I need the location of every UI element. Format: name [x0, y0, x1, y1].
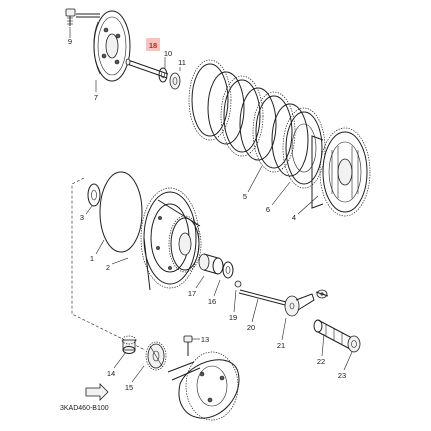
callout-7: 7 [94, 93, 98, 102]
gear-part-15 [145, 341, 167, 371]
leader-4 [297, 195, 319, 215]
callout-2: 2 [106, 263, 110, 272]
callout-11: 11 [178, 58, 186, 67]
callout-22: 22 [317, 357, 325, 366]
callout-23: 23 [338, 371, 346, 380]
leader-17 [195, 275, 205, 289]
callout-15: 15 [125, 383, 133, 392]
callout-labels: 18 9 7 10 11 5 6 4 3 1 2 17 16 19 20 21 … [60, 37, 346, 412]
callout-10: 10 [164, 49, 172, 58]
clutch-boss-part-4 [311, 127, 371, 217]
leader-14 [113, 351, 127, 369]
front-arrow-icon [85, 383, 109, 401]
leader-21 [281, 317, 287, 341]
push-lever-part-21 [284, 293, 315, 317]
callout-21: 21 [277, 341, 285, 350]
ball-part-19 [234, 280, 242, 288]
large-drive-gear [167, 351, 240, 421]
bolt-part-9 [65, 8, 76, 26]
leader-19 [233, 289, 237, 313]
alignment-line [71, 177, 146, 351]
leader-3 [85, 205, 93, 215]
leader-5 [247, 165, 263, 193]
o-ring-part-1 [99, 171, 143, 253]
pressure-plate-part-7 [76, 10, 131, 82]
leader-22 [321, 333, 325, 357]
clutch-plates-part-5-6 [188, 59, 326, 189]
callout-13: 13 [201, 335, 209, 344]
leader-15 [131, 365, 145, 383]
push-rod-part-20 [238, 289, 291, 307]
catalog-code-badge [85, 383, 109, 401]
callout-20: 20 [247, 323, 255, 332]
washer-part-16 [222, 261, 234, 279]
clutch-housing-part-2 [140, 187, 202, 291]
callout-4: 4 [292, 213, 296, 222]
highlight-box-18 [146, 38, 160, 51]
callout-3: 3 [80, 213, 84, 222]
nut-part-23 [347, 335, 361, 353]
spacer-part-17 [198, 253, 224, 275]
callout-19: 19 [229, 313, 237, 322]
callout-14: 14 [107, 369, 115, 378]
callout-6: 6 [266, 205, 270, 214]
leader-23 [343, 351, 353, 371]
push-rod-part-18 [125, 58, 169, 79]
bolt-part-13 [183, 335, 193, 356]
leader-20 [251, 298, 259, 323]
leader-6 [271, 181, 291, 206]
catalog-code: 3KAD460-B100 [60, 405, 109, 412]
leader-1 [95, 239, 105, 255]
callout-9: 9 [68, 37, 72, 46]
gear-part-14 [121, 335, 137, 354]
callout-5: 5 [243, 192, 247, 201]
nut-part-11 [169, 72, 181, 90]
leader-2 [111, 257, 129, 265]
leader-16 [213, 279, 221, 297]
thrust-washer-part-3 [87, 183, 101, 207]
shaft-part-22 [313, 319, 353, 351]
small-screw [315, 289, 329, 299]
callout-1: 1 [90, 254, 94, 263]
callout-18: 18 [149, 41, 157, 50]
washer-part-10 [158, 67, 168, 83]
callout-16: 16 [208, 297, 216, 306]
callout-17: 17 [188, 289, 196, 298]
